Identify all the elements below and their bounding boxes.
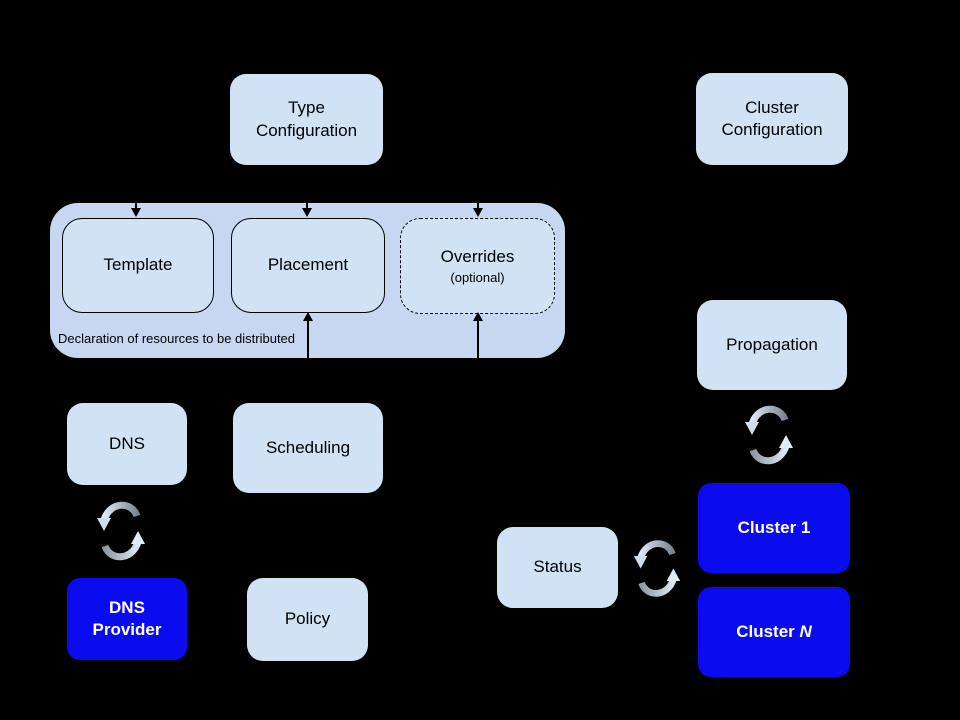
overrides-subtitle: (optional): [450, 269, 505, 285]
arrowhead-overrides-top: [473, 208, 483, 217]
arrowhead-placement: [302, 208, 312, 217]
node-placement: Placement: [231, 218, 385, 313]
overrides-title: Overrides: [440, 247, 515, 267]
sync-icon-propagation: [745, 405, 793, 465]
node-overrides: Overrides (optional): [400, 218, 555, 314]
node-policy: Policy: [247, 578, 368, 661]
arrowhead-overrides-bottom: [473, 312, 483, 321]
arrowhead-placement-bottom: [303, 312, 313, 321]
connector-overrides-bottom: [477, 320, 479, 430]
container-caption: Declaration of resources to be distribut…: [58, 331, 296, 346]
node-dns: DNS: [67, 403, 187, 485]
connector-typeconfig-template: [135, 168, 137, 208]
node-cluster-configuration: Cluster Configuration: [696, 73, 848, 165]
cluster-n-prefix: Cluster: [736, 621, 795, 641]
node-type-configuration: Type Configuration: [230, 74, 383, 165]
node-scheduling: Scheduling: [233, 403, 383, 493]
cluster-n-suffix: N: [799, 621, 812, 641]
sync-icon-dns: [97, 501, 145, 561]
arrowhead-template: [131, 208, 141, 217]
node-propagation: Propagation: [697, 300, 847, 390]
node-cluster-n: Cluster N: [698, 587, 850, 677]
node-template: Template: [62, 218, 214, 313]
node-dns-provider: DNS Provider: [67, 578, 187, 660]
sync-icon-status: [633, 540, 681, 597]
connector-scheduling-placement: [307, 320, 309, 403]
node-status: Status: [497, 527, 618, 608]
connector-typeconfig-overrides: [477, 168, 479, 208]
connector-typeconfig-placement: [306, 168, 308, 208]
node-cluster-1: Cluster 1: [698, 483, 850, 573]
